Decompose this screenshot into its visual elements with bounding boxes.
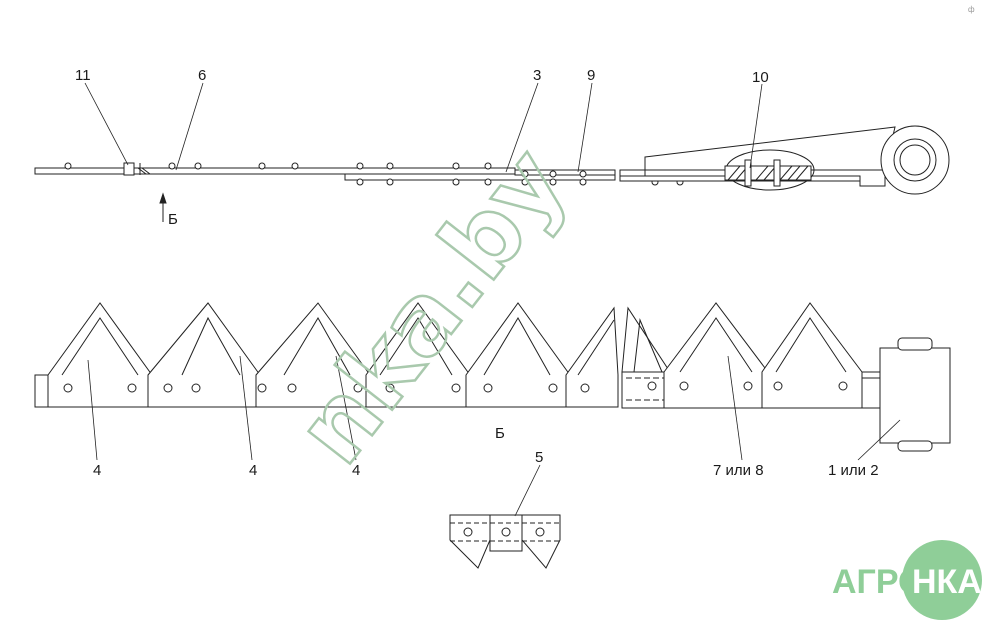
callout-3: 3 (533, 67, 541, 84)
corner-note: ф (968, 5, 975, 14)
rivet-row-top (64, 162, 587, 178)
callout-4-second: 4 (249, 462, 257, 479)
logo-right-text: НКА (912, 563, 982, 601)
logo-circle (902, 540, 982, 620)
callout-9: 9 (587, 67, 595, 84)
callout-10: 10 (752, 69, 769, 86)
watermark: nka.by (275, 128, 588, 484)
agronka-logo: АГРО НКА (832, 540, 982, 620)
rivet-row-bottom (356, 178, 684, 186)
view-arrow-label: Б (168, 211, 178, 228)
head-arm (861, 377, 883, 409)
leader-lines (84, 82, 901, 517)
knife-sections (47, 302, 863, 409)
head-roller-bottom (897, 440, 933, 452)
callout-4-first: 4 (93, 462, 101, 479)
head-roller-top (897, 337, 933, 351)
knife-back-under (344, 173, 616, 181)
bolt-11 (123, 162, 135, 176)
callout-6: 6 (198, 67, 206, 84)
section-holes (63, 381, 848, 393)
knife-back-mid (514, 169, 616, 176)
callout-5: 5 (535, 449, 543, 466)
lever-plate (644, 126, 896, 171)
logo-left-text: АГРО (832, 563, 925, 601)
section-inner-lines (61, 316, 847, 376)
knife-back-left (34, 167, 516, 175)
view-label: Б (495, 425, 505, 442)
side-view (34, 125, 950, 222)
section-10-pin-b (773, 159, 781, 187)
section-10-pin-a (744, 159, 752, 187)
knife-head-inner (899, 144, 931, 176)
detail-5 (449, 514, 561, 569)
knife-head-block (879, 347, 951, 444)
plan-view (34, 302, 951, 452)
callout-4-third: 4 (352, 462, 360, 479)
callout-1-or-2: 1 или 2 (828, 462, 879, 479)
callout-11: 11 (75, 67, 91, 84)
callout-7-or-8: 7 или 8 (713, 462, 764, 479)
